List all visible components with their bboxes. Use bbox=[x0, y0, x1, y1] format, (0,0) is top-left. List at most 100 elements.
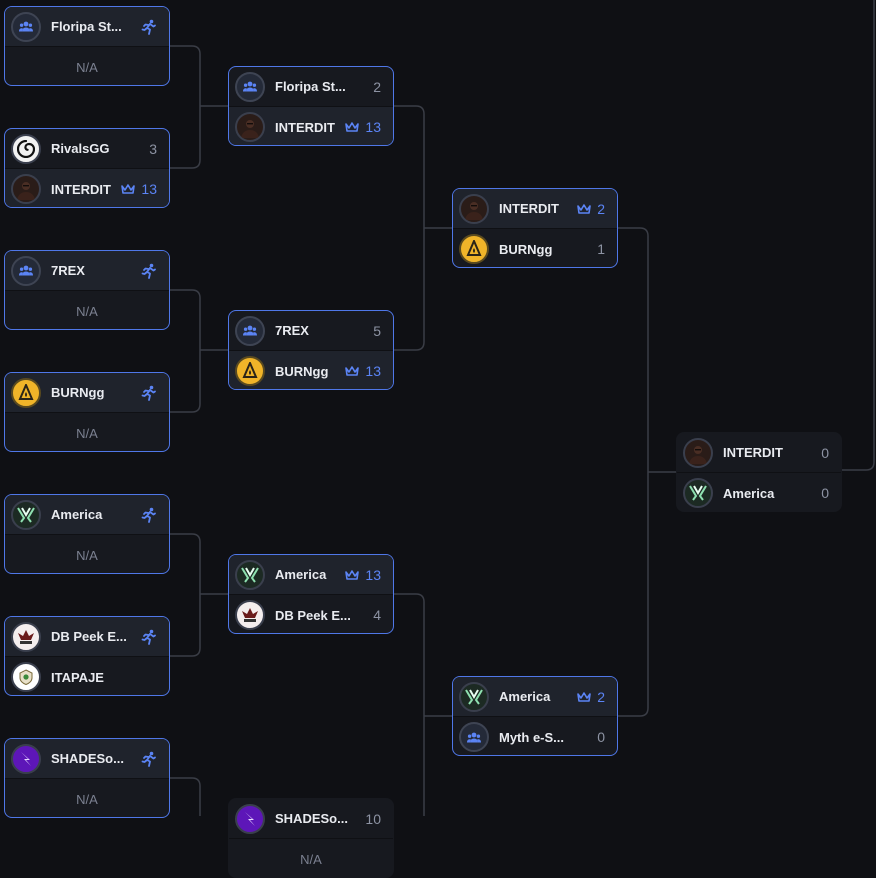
team-score: 0 bbox=[597, 729, 605, 745]
match-card-r2m3[interactable]: America 13 DB Peek E... 4 bbox=[228, 554, 394, 634]
empty-slot: N/A bbox=[229, 839, 393, 877]
team-slot-interdit[interactable]: INTERDIT 13 bbox=[5, 169, 169, 207]
users-icon bbox=[235, 315, 265, 346]
team-name: 7REX bbox=[51, 263, 85, 278]
team-slot-shadeso[interactable]: SHADESo... 10 bbox=[229, 799, 393, 839]
na-label: N/A bbox=[76, 303, 98, 319]
team-slot-floripa-st[interactable]: Floripa St... bbox=[5, 7, 169, 47]
america-logo bbox=[683, 478, 713, 508]
na-label: N/A bbox=[76, 547, 98, 563]
match-card-r1m1[interactable]: Floripa St... N/A bbox=[4, 6, 170, 86]
team-score: 1 bbox=[597, 241, 605, 257]
team-slot-burngg[interactable]: BURNgg bbox=[5, 373, 169, 413]
connector-line bbox=[170, 594, 201, 657]
team-score: 10 bbox=[365, 810, 381, 827]
team-slot-america[interactable]: America 2 bbox=[453, 677, 617, 717]
team-slot-db-peek-e[interactable]: DB Peek E... 4 bbox=[229, 595, 393, 633]
team-slot-7rex[interactable]: 7REX bbox=[5, 251, 169, 291]
empty-slot: N/A bbox=[5, 413, 169, 451]
team-score: 13 bbox=[365, 566, 381, 583]
team-name: SHADESo... bbox=[275, 811, 348, 826]
crown-icon bbox=[345, 122, 360, 132]
team-name: Myth e-S... bbox=[499, 729, 565, 745]
rivalsgg-logo bbox=[11, 133, 41, 164]
connector-line bbox=[170, 777, 201, 816]
walkover-icon bbox=[141, 629, 156, 645]
crown-icon bbox=[345, 366, 360, 376]
team-name: America bbox=[499, 689, 551, 704]
connector-line bbox=[170, 45, 201, 106]
interdit-logo bbox=[459, 193, 489, 224]
team-score: 13 bbox=[141, 181, 157, 197]
team-score: 13 bbox=[365, 119, 381, 135]
team-name: INTERDIT bbox=[723, 445, 783, 460]
connector-line bbox=[394, 228, 425, 351]
na-label: N/A bbox=[76, 425, 98, 441]
walkover-icon bbox=[141, 751, 156, 767]
team-name: Floripa St... bbox=[51, 19, 122, 34]
interdit-logo bbox=[683, 437, 713, 468]
team-slot-7rex[interactable]: 7REX 5 bbox=[229, 311, 393, 351]
team-slot-itapaje[interactable]: ITAPAJE bbox=[5, 657, 169, 695]
empty-slot: N/A bbox=[5, 779, 169, 817]
users-icon bbox=[235, 71, 265, 102]
team-score: 2 bbox=[373, 78, 381, 95]
team-slot-america[interactable]: America 13 bbox=[229, 555, 393, 595]
team-name: DB Peek E... bbox=[51, 629, 127, 644]
team-slot-db-peek-e[interactable]: DB Peek E... bbox=[5, 617, 169, 657]
connector-line bbox=[394, 593, 425, 716]
empty-slot: N/A bbox=[5, 535, 169, 573]
america-logo bbox=[235, 559, 265, 590]
dbpeek-logo bbox=[11, 621, 41, 652]
team-name: DB Peek E... bbox=[275, 607, 351, 623]
dbpeek-logo bbox=[235, 600, 265, 630]
empty-slot: N/A bbox=[5, 291, 169, 329]
na-label: N/A bbox=[76, 59, 98, 75]
team-slot-shadeso[interactable]: SHADESo... bbox=[5, 739, 169, 779]
team-slot-america[interactable]: America bbox=[5, 495, 169, 535]
match-card-r1m3[interactable]: 7REX N/A bbox=[4, 250, 170, 330]
connector-line bbox=[842, 0, 875, 471]
match-card-r1m6[interactable]: DB Peek E... ITAPAJE bbox=[4, 616, 170, 696]
team-slot-myth-e-s[interactable]: Myth e-S... 0 bbox=[453, 717, 617, 755]
team-score: 2 bbox=[597, 688, 605, 705]
burngg-logo bbox=[11, 377, 41, 408]
connector-line bbox=[170, 350, 201, 413]
team-name: America bbox=[51, 507, 103, 522]
team-slot-floripa-st[interactable]: Floripa St... 2 bbox=[229, 67, 393, 107]
interdit-logo bbox=[11, 174, 41, 204]
team-name: INTERDIT bbox=[51, 181, 111, 197]
connector-line bbox=[394, 105, 425, 228]
shades-logo bbox=[235, 803, 265, 834]
walkover-icon bbox=[141, 385, 156, 401]
na-label: N/A bbox=[76, 791, 98, 807]
crown-icon bbox=[577, 691, 592, 702]
connector-line bbox=[170, 533, 201, 594]
users-icon bbox=[11, 11, 41, 42]
team-name: America bbox=[275, 567, 327, 582]
america-logo bbox=[11, 499, 41, 530]
team-score: 5 bbox=[373, 322, 381, 339]
team-name: 7REX bbox=[275, 323, 309, 338]
team-name: SHADESo... bbox=[51, 751, 124, 766]
team-score: 4 bbox=[373, 607, 381, 623]
team-name: Floripa St... bbox=[275, 79, 346, 94]
match-card-r1m7[interactable]: SHADESo... N/A bbox=[4, 738, 170, 818]
